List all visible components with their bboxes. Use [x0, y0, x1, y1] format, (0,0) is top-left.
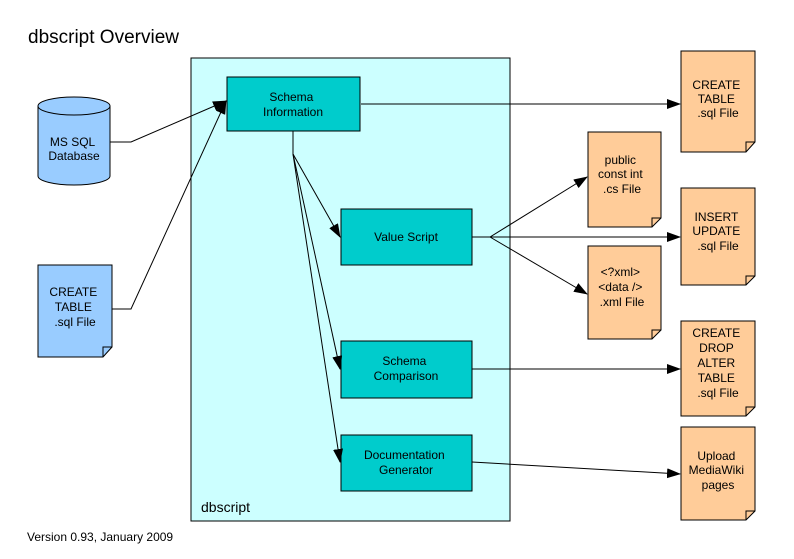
doc-generator-label-line: Generator — [379, 463, 433, 477]
ms-sql-database-node: MS SQL Database — [37, 96, 111, 186]
create-drop-alter-label-line: CREATE — [692, 326, 740, 340]
input-sql-label-line: CREATE — [49, 285, 97, 299]
input-sql-label-line: .sql File — [54, 315, 96, 329]
cs-file-label-line: public — [605, 153, 636, 167]
create-drop-alter-label-line: .sql File — [697, 386, 739, 400]
container-label: dbscript — [201, 499, 250, 515]
create-table-label-line: TABLE — [698, 92, 735, 106]
edge-schema-info-to-schema-comparison — [292, 153, 343, 370]
output-create-table-file-node: CREATE TABLE .sql File — [680, 50, 756, 153]
edge-database-to-schema-info — [110, 100, 227, 143]
create-table-label-line: CREATE — [692, 78, 740, 92]
insert-update-label-line: .sql File — [697, 239, 739, 253]
xml-file-label-line: <?xml> — [601, 265, 640, 279]
xml-file-label-line: <data /> — [598, 280, 642, 294]
input-sql-label-line: TABLE — [55, 300, 92, 314]
value-script-node: Value Script — [340, 208, 473, 266]
svg-text:Value Script: Value Script — [374, 230, 438, 244]
svg-text:<?xml> <data /> .x: <?xml> <data /> .xml File — [598, 265, 645, 309]
schema-comparison-label-line: Schema — [382, 354, 426, 368]
documentation-generator-node: Documentation Generator — [340, 434, 473, 492]
insert-update-label-line: INSERT — [695, 210, 739, 224]
create-drop-alter-label-line: TABLE — [698, 371, 735, 385]
create-table-label-line: .sql File — [697, 106, 739, 120]
edge-schema-info-to-doc-generator — [292, 153, 343, 463]
schema-information-node: Schema Information — [226, 76, 361, 132]
schema-info-label-line: Schema — [269, 90, 313, 104]
input-sql-file-node: CREATE TABLE .sql File — [37, 264, 113, 358]
output-create-drop-alter-file-node: CREATE DROP ALTER TABLE .sql File — [680, 320, 756, 417]
svg-text:public const int .: public const int .cs File — [598, 153, 646, 196]
cs-file-label-line: .cs File — [603, 182, 641, 196]
output-cs-file-node: public const int .cs File — [587, 131, 662, 228]
insert-update-label-line: UPDATE — [692, 224, 740, 238]
database-label-line: Database — [48, 149, 100, 163]
cs-file-label-line: const int — [598, 167, 643, 181]
create-drop-alter-label-line: ALTER — [697, 356, 735, 370]
svg-text:INSERT UPDATE .sql: INSERT UPDATE .sql File — [692, 210, 743, 253]
svg-text:Upload MediaWiki p: Upload MediaWiki pages — [689, 449, 748, 492]
svg-text:CREATE TABLE .sql: CREATE TABLE .sql File — [692, 78, 743, 120]
xml-file-label-line: .xml File — [600, 295, 645, 309]
version-footer: Version 0.93, January 2009 — [27, 530, 173, 544]
schema-info-label-line: Information — [263, 105, 323, 119]
schema-comparison-node: Schema Comparison — [340, 340, 473, 399]
mediawiki-label-line: MediaWiki — [689, 463, 744, 477]
diagram-title: dbscript Overview — [28, 27, 179, 48]
create-drop-alter-label-line: DROP — [699, 341, 734, 355]
edge-value-script-to-xml-file — [489, 236, 588, 295]
database-label-line: MS SQL — [50, 135, 96, 149]
mediawiki-label-line: Upload — [697, 449, 735, 463]
input-sql-file-label: CREATE TABLE .sql File — [49, 285, 100, 329]
output-xml-file-node: <?xml> <data /> .xml File — [587, 245, 662, 340]
value-script-label-line: Value Script — [374, 230, 438, 244]
connectors — [110, 99, 681, 479]
output-insert-update-file-node: INSERT UPDATE .sql File — [680, 187, 756, 286]
svg-text:Schema Comparison: Schema Comparison — [374, 354, 439, 383]
edge-sqlfile-to-schema-info — [112, 100, 227, 310]
svg-text:Documentation Generator: Documentation Generator — [364, 448, 448, 477]
doc-generator-label-line: Documentation — [364, 448, 445, 462]
mediawiki-label-line: pages — [702, 478, 735, 492]
schema-comparison-label-line: Comparison — [374, 369, 439, 383]
database-label: MS SQL Database — [48, 135, 100, 163]
edge-doc-generator-to-mediawiki — [471, 461, 681, 479]
svg-text:CREATE DROP ALTER: CREATE DROP ALTER TABLE .sql File — [692, 326, 743, 400]
output-mediawiki-node: Upload MediaWiki pages — [680, 426, 756, 521]
svg-text:Schema Information: Schema Information — [263, 90, 323, 119]
